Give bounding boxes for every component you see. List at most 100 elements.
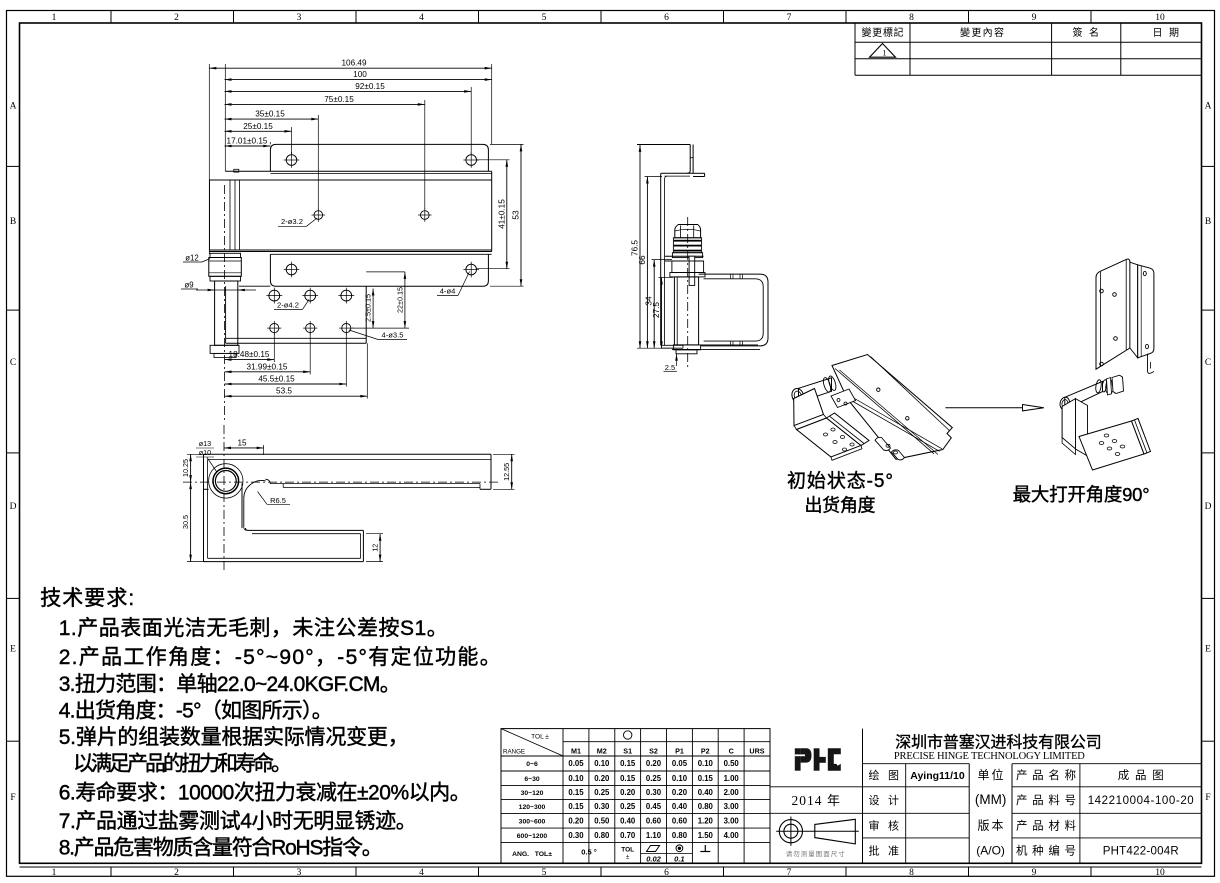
svg-text:位: 位 — [991, 767, 1003, 782]
svg-text:ø13: ø13 — [199, 439, 211, 448]
svg-text:PRECISE HINGE TECHNOLOGY LIMIT: PRECISE HINGE TECHNOLOGY LIMITED — [894, 751, 1085, 762]
svg-text:0.45: 0.45 — [646, 802, 662, 811]
svg-text:2.00: 2.00 — [724, 788, 740, 797]
svg-text:106.49: 106.49 — [341, 59, 366, 68]
svg-text:±: ± — [626, 855, 630, 861]
svg-text:(MM): (MM) — [975, 792, 1006, 807]
svg-text:35±0.15: 35±0.15 — [255, 110, 285, 119]
svg-text:1.00: 1.00 — [724, 774, 740, 783]
svg-text:本: 本 — [991, 819, 1003, 833]
svg-text:6.寿命要求：10000次扭力衰减在±20%以内。: 6.寿命要求：10000次扭力衰减在±20%以内。 — [59, 782, 471, 805]
svg-text:17.01±0.15: 17.01±0.15 — [227, 137, 268, 146]
svg-text:2014: 2014 — [792, 793, 823, 808]
svg-text:6~30: 6~30 — [524, 776, 540, 783]
svg-text:1: 1 — [883, 49, 887, 58]
svg-text:M2: M2 — [597, 747, 607, 756]
svg-text:年: 年 — [827, 793, 840, 808]
svg-text:0.15: 0.15 — [568, 802, 584, 811]
svg-text:8: 8 — [909, 868, 914, 878]
svg-text:0.20: 0.20 — [594, 774, 610, 783]
svg-text:0.40: 0.40 — [672, 802, 688, 811]
svg-text:75±0.15: 75±0.15 — [324, 95, 354, 104]
svg-text:批: 批 — [869, 844, 880, 858]
svg-text:0.50: 0.50 — [724, 759, 740, 768]
svg-text:22±0.15: 22±0.15 — [395, 287, 404, 313]
svg-text:名: 名 — [1089, 26, 1099, 39]
svg-text:27.5: 27.5 — [652, 302, 661, 318]
svg-text:31.99±0.15: 31.99±0.15 — [247, 362, 288, 371]
svg-text:0.5 °: 0.5 ° — [581, 848, 597, 857]
svg-text:B: B — [1205, 217, 1211, 227]
svg-text:3.00: 3.00 — [724, 817, 740, 826]
svg-text:3.扭力范围：单轴22.0~24.0KGF.CM。: 3.扭力范围：单轴22.0~24.0KGF.CM。 — [59, 673, 401, 696]
svg-text:2: 2 — [174, 868, 179, 878]
svg-text:1: 1 — [52, 13, 57, 23]
svg-text:5: 5 — [542, 13, 547, 23]
svg-text:9: 9 — [1032, 13, 1037, 23]
svg-text:C: C — [729, 747, 734, 756]
svg-text:45.5±0.15: 45.5±0.15 — [258, 375, 295, 384]
svg-text:8.产品危害物质含量符合RoHS指令。: 8.产品危害物质含量符合RoHS指令。 — [59, 837, 383, 860]
svg-text:6: 6 — [664, 868, 669, 878]
svg-text:0.20: 0.20 — [646, 759, 662, 768]
svg-text:0.10: 0.10 — [672, 774, 688, 783]
svg-text:F: F — [1205, 793, 1210, 803]
svg-text:0.50: 0.50 — [594, 817, 610, 826]
svg-text:0.25: 0.25 — [646, 774, 662, 783]
svg-text:0.05: 0.05 — [568, 759, 584, 768]
svg-text:41±0.15: 41±0.15 — [497, 199, 506, 229]
svg-text:R6.5: R6.5 — [270, 496, 286, 505]
svg-text:18.48±0.15: 18.48±0.15 — [229, 350, 270, 359]
svg-text:F: F — [10, 793, 15, 803]
svg-text:2.5: 2.5 — [665, 363, 675, 372]
svg-text:0.10: 0.10 — [698, 759, 714, 768]
svg-text:PHT422-004R: PHT422-004R — [1103, 846, 1179, 858]
svg-text:4: 4 — [419, 13, 424, 23]
svg-text:92±0.15: 92±0.15 — [355, 82, 385, 91]
svg-text:单: 单 — [977, 768, 989, 782]
svg-text:1.20: 1.20 — [698, 817, 714, 826]
svg-text:出货角度: 出货角度 — [805, 496, 876, 516]
svg-text:0~6: 0~6 — [526, 761, 538, 768]
svg-text:30~120: 30~120 — [521, 790, 544, 797]
svg-text:10: 10 — [1155, 868, 1165, 878]
svg-text:2-ø4.2: 2-ø4.2 — [277, 300, 299, 309]
svg-text:E: E — [10, 645, 16, 655]
svg-text:计: 计 — [888, 794, 899, 807]
svg-text:日: 日 — [1153, 28, 1163, 39]
svg-text:2-ø3.2: 2-ø3.2 — [281, 217, 303, 226]
svg-text:7: 7 — [787, 868, 792, 878]
svg-text:C: C — [10, 358, 16, 368]
svg-text:0.20: 0.20 — [620, 788, 636, 797]
svg-text:D: D — [1205, 502, 1212, 512]
svg-text:0.15: 0.15 — [620, 774, 636, 783]
svg-text:30.5: 30.5 — [181, 515, 190, 529]
svg-text:初始状态-5°: 初始状态-5° — [787, 470, 893, 492]
svg-text:C: C — [1205, 358, 1211, 368]
svg-text:7.产品通过盐雾测试4小时无明显锈迹。: 7.产品通过盐雾测试4小时无明显锈迹。 — [59, 810, 417, 833]
svg-text:E: E — [1205, 645, 1211, 655]
svg-text:53: 53 — [512, 210, 521, 220]
svg-text:ø9: ø9 — [184, 281, 193, 290]
svg-text:0.1: 0.1 — [674, 855, 684, 864]
svg-text:最大打开角度90°: 最大打开角度90° — [1013, 484, 1150, 505]
svg-text:600~1200: 600~1200 — [517, 833, 548, 840]
svg-text:版: 版 — [977, 819, 989, 833]
svg-text:1: 1 — [52, 868, 57, 878]
svg-text:核: 核 — [888, 819, 899, 833]
svg-text:0.15: 0.15 — [698, 774, 714, 783]
svg-text:4-ø4: 4-ø4 — [440, 286, 456, 295]
svg-text:0.25: 0.25 — [620, 802, 636, 811]
svg-text:以满足产品的扭力和寿命。: 以满足产品的扭力和寿命。 — [73, 753, 292, 776]
svg-text:审: 审 — [869, 819, 880, 833]
svg-text:3.00: 3.00 — [724, 802, 740, 811]
svg-text:0.60: 0.60 — [646, 817, 662, 826]
svg-text:深圳市普塞汉进科技有限公司: 深圳市普塞汉进科技有限公司 — [895, 733, 1102, 751]
svg-text:15: 15 — [237, 438, 247, 447]
svg-text:0.40: 0.40 — [620, 817, 636, 826]
svg-text:P1: P1 — [675, 747, 684, 756]
svg-text:技术要求:: 技术要求: — [40, 587, 134, 610]
svg-text:10: 10 — [1155, 13, 1165, 23]
svg-text:2.产品工作角度：-5°~90°，-5°有定位功能。: 2.产品工作角度：-5°~90°，-5°有定位功能。 — [59, 646, 501, 669]
svg-text:100: 100 — [353, 70, 367, 79]
